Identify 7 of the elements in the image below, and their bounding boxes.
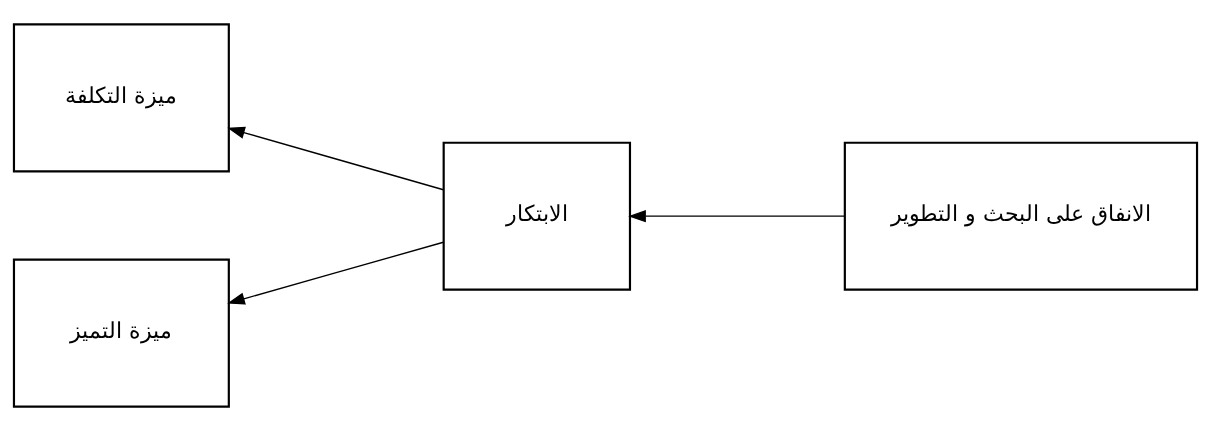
node-box: الانفاق على البحث و التطوير xyxy=(843,141,1199,291)
arrow xyxy=(628,209,846,222)
node-box: الابتكار xyxy=(442,141,632,291)
node-box: ميزة التميز xyxy=(12,258,230,408)
node-box: ميزة التكلفة xyxy=(12,22,230,172)
arrow xyxy=(227,126,445,190)
arrow xyxy=(227,241,445,305)
